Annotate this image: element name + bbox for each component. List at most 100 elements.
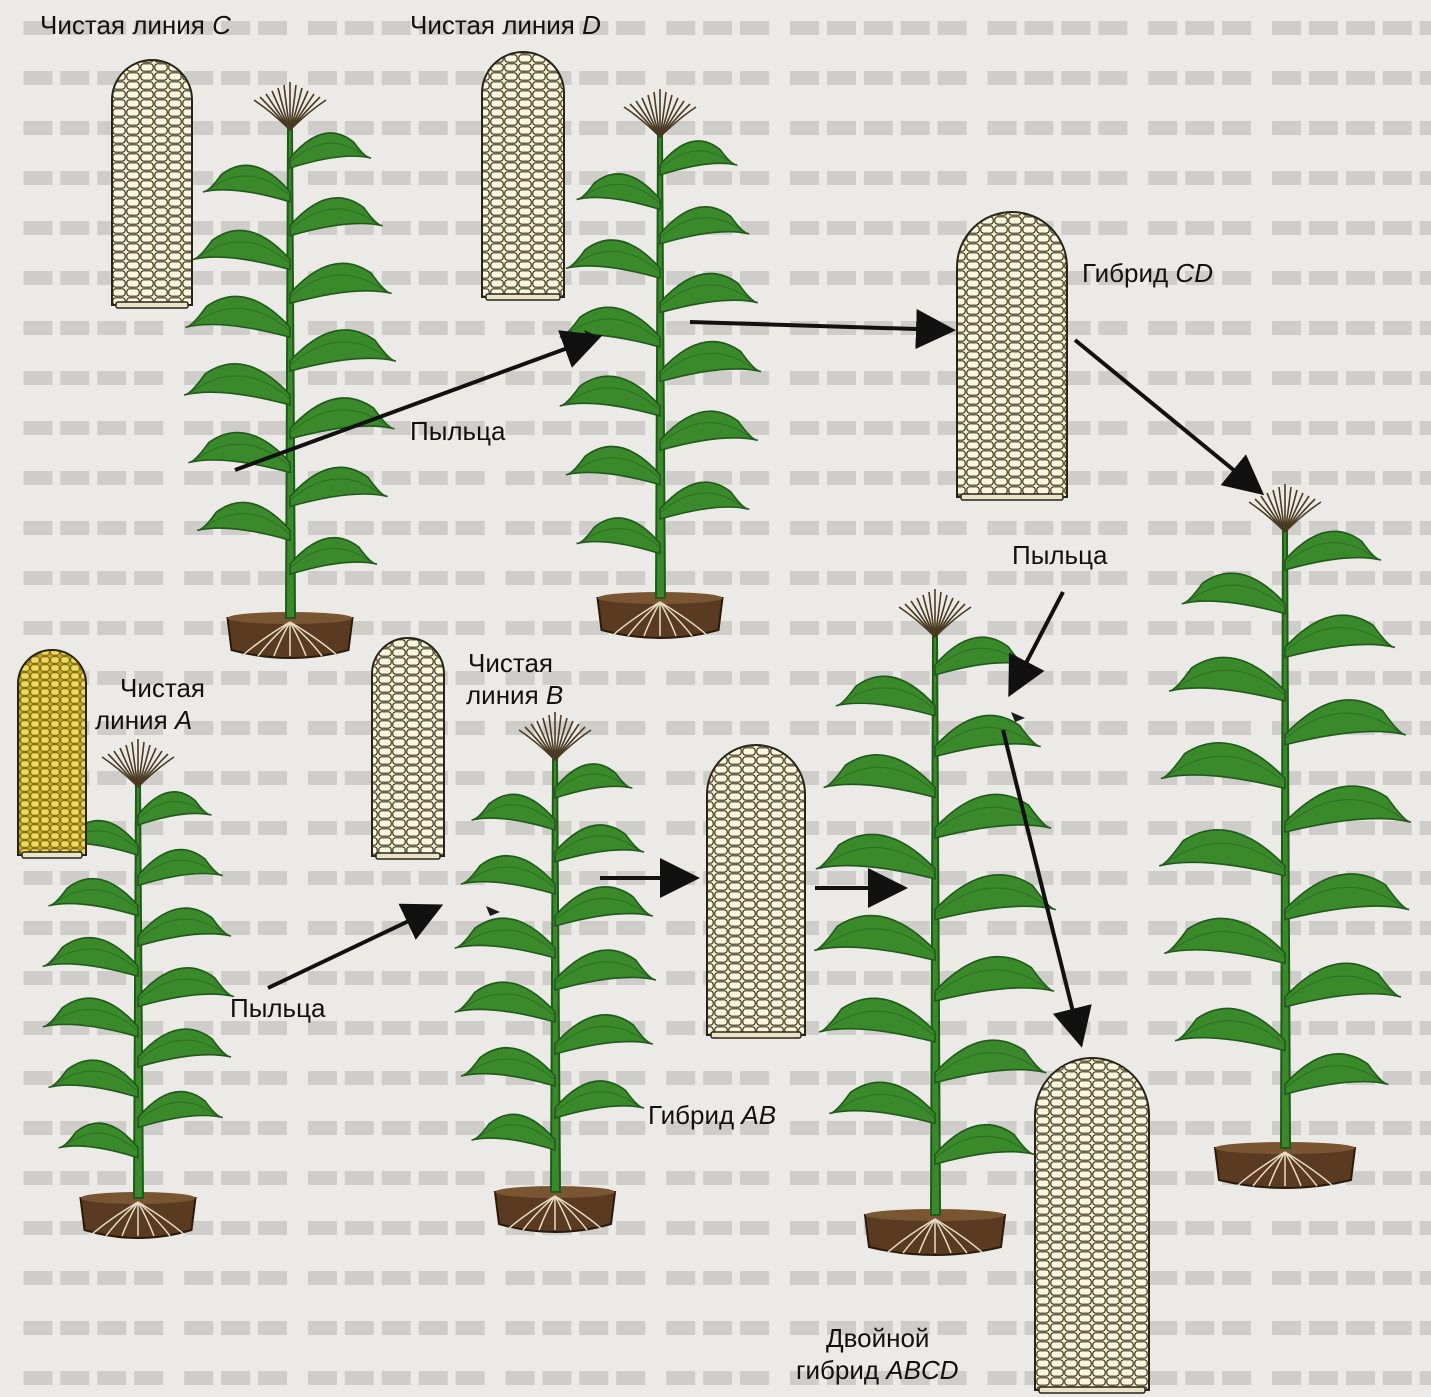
stalk — [1281, 530, 1290, 1148]
leaf — [1182, 573, 1285, 613]
leaf — [555, 825, 644, 862]
leaf — [577, 174, 660, 210]
label-double-hybrid-line1: Двойной — [826, 1323, 929, 1353]
leaf — [49, 1060, 138, 1097]
leaf — [290, 198, 383, 236]
leaf — [560, 376, 660, 416]
leaf — [1285, 786, 1411, 832]
leaf — [197, 502, 290, 540]
leaf — [824, 755, 935, 797]
label-hybrid-ab: Гибрид AB — [648, 1100, 776, 1130]
leaf — [819, 998, 935, 1042]
leaf — [935, 637, 1027, 675]
tassel — [1249, 484, 1321, 532]
leaf — [138, 850, 223, 886]
leaf — [566, 447, 660, 485]
silk-ear — [1011, 712, 1025, 722]
leaf — [43, 938, 138, 977]
leaf — [555, 1081, 644, 1118]
leaf — [935, 794, 1051, 838]
leaf — [138, 792, 212, 825]
leaf — [660, 207, 749, 244]
leaf — [1285, 1054, 1388, 1094]
label-hybrid-cd: Гибрид CD — [1082, 258, 1213, 288]
label-pollen-a: Пыльца — [230, 993, 325, 1023]
label-pure-line-a-line1: Чистая — [120, 673, 205, 703]
leaf — [816, 834, 935, 878]
plant-hybrid-cd — [1159, 484, 1411, 1188]
arrow-d-to-hybrid-cd — [690, 322, 948, 330]
leaf — [1285, 700, 1406, 745]
leaf — [935, 715, 1041, 756]
leaf — [192, 230, 290, 269]
leaf — [49, 879, 138, 916]
leaf — [455, 982, 555, 1022]
leaf — [1175, 1008, 1285, 1050]
cob-hybrid-ab — [707, 745, 805, 1038]
label-pollen-cd: Пыльца — [1012, 540, 1107, 570]
tassel — [254, 82, 326, 130]
label-double-hybrid-line2: гибрид ABCD — [796, 1355, 959, 1385]
plant-pure-line-b — [455, 712, 656, 1232]
leaf — [560, 307, 660, 347]
leaf — [577, 518, 660, 554]
leaf — [290, 330, 396, 371]
leaf — [836, 676, 935, 715]
leaf — [290, 263, 392, 303]
leaf — [472, 1114, 555, 1150]
leaf — [555, 887, 653, 926]
leaf — [1169, 657, 1285, 701]
label-pollen-c: Пыльца — [410, 416, 505, 446]
plant-pure-line-c — [184, 82, 396, 658]
leaf — [555, 764, 632, 798]
label-pure-line-b-line1: Чистая — [468, 648, 553, 678]
leaf — [184, 364, 290, 405]
leaf — [472, 794, 555, 830]
leaf — [59, 1123, 138, 1158]
leaf — [660, 274, 758, 313]
leaf — [1285, 874, 1409, 920]
leaf — [814, 916, 935, 961]
leaf — [290, 467, 388, 506]
leaf — [660, 482, 749, 519]
leaf — [455, 918, 555, 958]
leaf — [660, 411, 758, 450]
leaf — [935, 1040, 1046, 1082]
arrow-pollen-a-to-b — [268, 908, 436, 988]
plant-pure-line-d — [560, 89, 761, 638]
leaf — [186, 296, 290, 337]
leaf — [138, 1029, 231, 1067]
leaf — [461, 1048, 555, 1086]
label-pure-line-c: Чистая линия C — [40, 10, 231, 40]
leaf — [290, 133, 371, 168]
cob-pure-line-c — [112, 60, 192, 308]
arrow-pollen-cd-to-ab — [1012, 592, 1063, 690]
leaf — [290, 538, 377, 574]
label-pure-line-a-line2: линия A — [95, 705, 192, 735]
plant-hybrid-ab — [814, 589, 1056, 1255]
tassel — [899, 589, 971, 637]
leaf — [660, 141, 737, 175]
label-pure-line-d: Чистая линия D — [410, 10, 601, 40]
leaf — [935, 875, 1056, 920]
leaf — [660, 342, 761, 382]
cob-pure-line-b — [372, 638, 444, 859]
tassel — [519, 712, 591, 760]
leaf — [829, 1082, 935, 1123]
leaf — [555, 1015, 653, 1054]
cob-double-hybrid-abcd — [1035, 1058, 1149, 1393]
leaf — [935, 1125, 1034, 1164]
tassel — [624, 89, 696, 137]
stalk — [931, 635, 940, 1215]
cob-pure-line-a-yellow — [18, 650, 86, 858]
leaf — [566, 240, 660, 278]
leaf — [1159, 830, 1285, 876]
leaf — [461, 856, 555, 894]
leaf — [138, 908, 231, 946]
cob-hybrid-cd — [957, 212, 1067, 500]
label-pure-line-b-line2: линия B — [466, 680, 563, 710]
tassel — [102, 739, 174, 787]
leaf — [1285, 963, 1401, 1007]
leaf — [555, 950, 656, 990]
